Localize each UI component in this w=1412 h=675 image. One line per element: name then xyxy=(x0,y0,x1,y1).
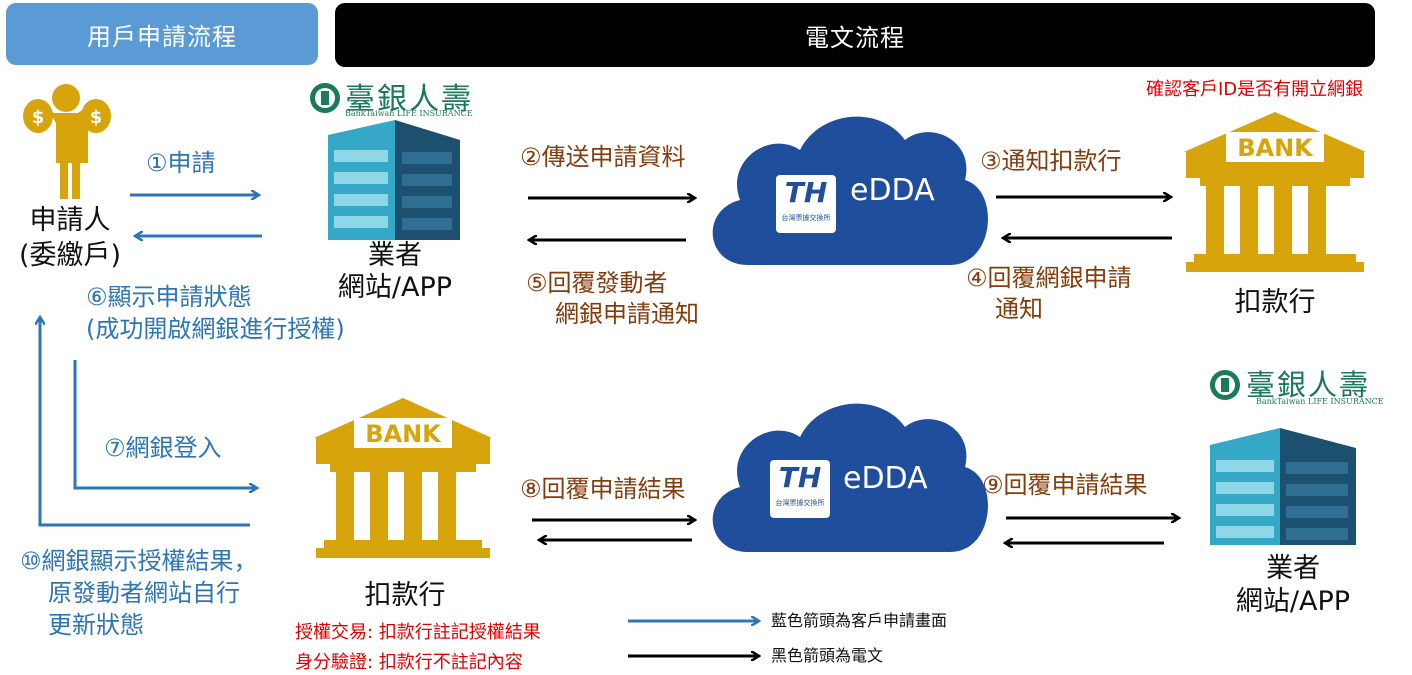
insurer-logo-name-bottom: 臺銀人壽 xyxy=(1246,368,1371,402)
step-4-label: ④回覆網銀申請 xyxy=(966,264,1132,292)
legend-black-arrow-label: 黑色箭頭為電文 xyxy=(771,646,884,665)
edda-label-top: eDDA xyxy=(850,173,935,208)
identity-verification-note: 身分驗證: 扣款行不註記內容 xyxy=(295,652,523,673)
merchant-sub-label-top: 網站/APP xyxy=(337,272,453,303)
step-4-label-cont: 通知 xyxy=(995,295,1043,323)
step-10-label-cont1: 原發動者網站自行 xyxy=(48,579,240,607)
edda-cloud-icon-top xyxy=(712,116,988,265)
step-7-label: ⑦網銀登入 xyxy=(104,434,222,462)
message-flow-header: 電文流程 xyxy=(335,3,1375,67)
merchant-label-bottom: 業者 xyxy=(1266,553,1320,584)
merchant-sub-label-bottom: 網站/APP xyxy=(1235,586,1351,617)
bank-label-top: 扣款行 xyxy=(1234,287,1316,318)
applicant-label: 申請人 xyxy=(29,205,111,236)
step-8-label: ⑧回覆申請結果 xyxy=(520,475,686,503)
insurer-logo-name-top: 臺銀人壽 xyxy=(345,82,473,117)
insurer-logo-icon-bottom xyxy=(1210,370,1240,400)
step-5-label-cont: 網銀申請通知 xyxy=(555,300,699,328)
th-logo-top: TH xyxy=(784,176,828,209)
insurer-logo-en-top: BankTaiwan LIFE INSURANCE xyxy=(345,109,473,118)
step-6-label: ⑥顯示申請狀態 xyxy=(86,283,252,311)
th-logo-bottom: TH xyxy=(778,461,822,494)
svg-text:$: $ xyxy=(90,107,103,128)
bank-building-icon-top xyxy=(1184,112,1366,272)
step-5-label: ⑤回覆發動者 xyxy=(526,269,668,297)
step-10-label: ⑩網銀顯示授權結果， xyxy=(20,547,258,575)
confirm-id-note: 確認客戶ID是否有開立網銀 xyxy=(1146,79,1364,100)
auth-transaction-note: 授權交易: 扣款行註記授權結果 xyxy=(295,622,541,643)
edda-label-bottom: eDDA xyxy=(843,461,928,496)
bank-sign-top: BANK xyxy=(1237,134,1313,162)
person-moneybag-icon: $ $ xyxy=(23,84,111,199)
bank-building-icon-bottom xyxy=(314,398,492,558)
edda-cloud-icon-bottom xyxy=(712,403,988,552)
svg-text:$: $ xyxy=(32,107,45,128)
bank-sign-bottom: BANK xyxy=(365,420,441,448)
step-3-label: ③通知扣款行 xyxy=(980,147,1122,175)
th-caption-top: 台灣票據交換所 xyxy=(781,214,831,222)
merchant-building-icon-bottom xyxy=(1210,428,1356,545)
th-caption-bottom: 台灣票據交換所 xyxy=(775,499,825,507)
step-2-label: ②傳送申請資料 xyxy=(520,143,686,171)
legend-blue-arrow-label: 藍色箭頭為客戶申請畫面 xyxy=(771,611,948,630)
step-1-label: ①申請 xyxy=(146,149,216,177)
step-6-label-cont: (成功開啟網銀進行授權) xyxy=(86,315,345,343)
bank-label-bottom: 扣款行 xyxy=(364,580,446,611)
step-9-label: ⑨回覆申請結果 xyxy=(982,471,1148,499)
insurer-logo-en-bottom: BankTaiwan LIFE INSURANCE xyxy=(1256,397,1384,406)
insurer-logo-icon-top xyxy=(310,83,340,113)
merchant-building-icon-top xyxy=(328,120,460,240)
user-flow-header: 用戶申請流程 xyxy=(6,3,318,65)
applicant-sub-label: (委繳戶) xyxy=(18,240,122,271)
merchant-label-top: 業者 xyxy=(368,240,422,271)
step-10-label-cont2: 更新狀態 xyxy=(48,611,144,639)
